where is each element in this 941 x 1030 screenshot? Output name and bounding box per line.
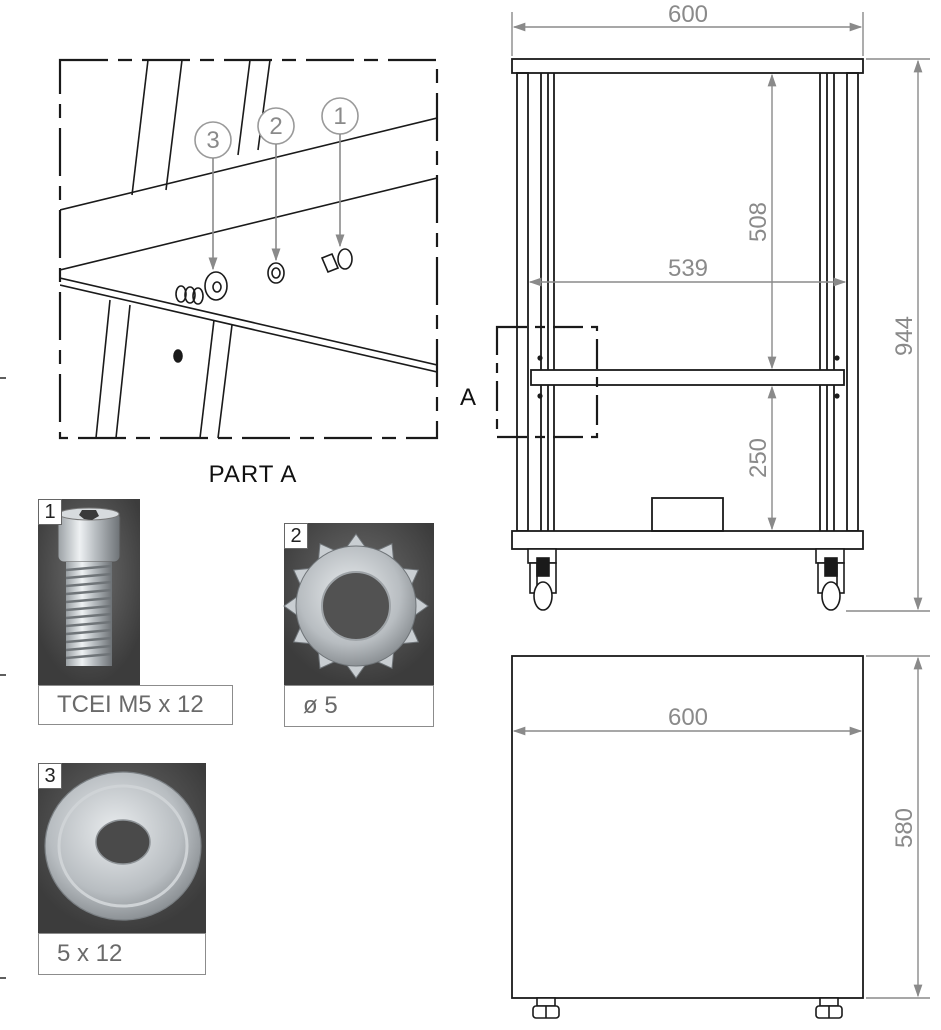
dim-inner-width: 539 xyxy=(668,255,708,282)
dim-overall-height: 944 xyxy=(891,316,918,356)
callout-3: 3 xyxy=(194,121,232,271)
callout-1: 1 xyxy=(321,97,359,248)
dim-lower-height: 250 xyxy=(745,438,772,478)
margin-ticks xyxy=(0,377,6,979)
svg-text:3: 3 xyxy=(206,127,219,154)
dim-top-width: 600 xyxy=(668,704,708,731)
svg-text:2: 2 xyxy=(269,113,282,140)
detail-geometry xyxy=(60,60,437,438)
section-a-label: A xyxy=(460,384,476,411)
part-1-caption: TCEI M5 x 12 xyxy=(38,685,233,725)
detail-frame xyxy=(58,58,439,440)
dim-upper-height: 508 xyxy=(745,202,772,242)
section-a-box xyxy=(495,325,599,439)
front-view: A 600 539 508 250 944 xyxy=(460,1,930,612)
lock-washer-photo-icon xyxy=(283,523,434,685)
dim-top-depth: 580 xyxy=(891,808,918,848)
svg-text:1: 1 xyxy=(333,103,346,130)
flat-washer-photo-icon xyxy=(38,763,206,933)
detail-title: PART A xyxy=(209,461,298,488)
part-1-number: 1 xyxy=(38,499,62,525)
part-3-caption: 5 x 12 xyxy=(38,933,206,975)
caster-right xyxy=(815,548,845,611)
dim-overall-width: 600 xyxy=(668,1,708,28)
caster-left xyxy=(527,548,557,611)
part-3-number: 3 xyxy=(38,763,62,789)
detail-view-part-a: 1 2 3 PART A xyxy=(58,58,439,488)
part-2-caption: ø 5 xyxy=(284,685,434,727)
top-view: 600 580 xyxy=(511,655,930,1019)
callout-2: 2 xyxy=(257,107,295,262)
bolt-photo-icon xyxy=(38,499,140,685)
part-2-number: 2 xyxy=(284,523,308,549)
